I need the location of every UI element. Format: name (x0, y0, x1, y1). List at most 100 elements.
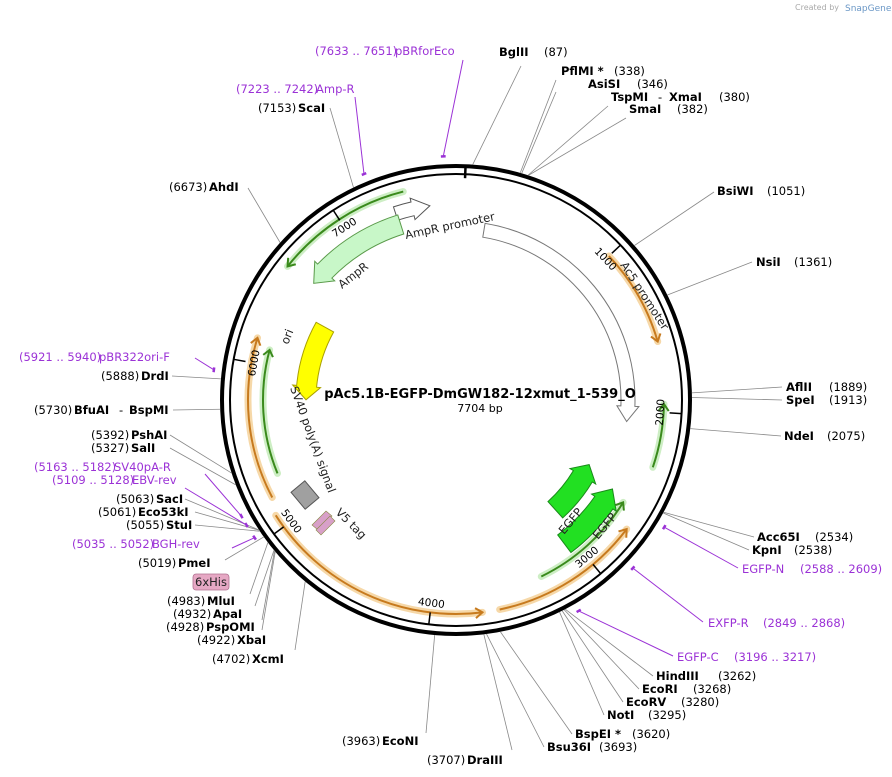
enzyme-leader-line (247, 187, 281, 243)
primer-ampr: Amp-R (316, 82, 355, 96)
enzyme-mlui-pos: (4983) (167, 594, 205, 608)
enzyme-mlui: MluI (207, 594, 235, 608)
enzyme-spei-pos: (1913) (829, 393, 867, 407)
feature-sv40-polya (290, 480, 320, 510)
primer-pbr322ori-range: (5921 .. 5940) (19, 350, 101, 364)
enzyme-leader-line (254, 550, 275, 607)
primer-pbrforeco: pBRforEco (395, 44, 455, 58)
primer-marker (244, 522, 249, 528)
enzyme-acc65i-pos: (2534) (815, 530, 853, 544)
primer-leader-line (354, 96, 365, 175)
his-tag-badge: 6xHis (192, 573, 230, 591)
primer-bgh: BGH-rev (152, 537, 200, 551)
enzyme-drdi-pos: (5888) (101, 369, 139, 383)
enzyme-bglii: BglII (499, 45, 529, 59)
feature-ori (291, 321, 335, 401)
enzyme-tspmi: TspMI (611, 90, 648, 104)
primer-sv40pa-range: (5163 .. 5182) (34, 460, 116, 474)
enzyme-stui: StuI (166, 518, 192, 532)
enzyme-leader-line (691, 386, 783, 394)
enzyme-nsii: NsiI (756, 255, 781, 269)
enzyme-bspmi: BspMI (129, 403, 169, 417)
enzyme-ahdi: AhdI (209, 180, 239, 194)
enzyme-eco53ki: Eco53kI (138, 505, 189, 519)
primer-leader-line (194, 357, 215, 371)
enzyme-apai: ApaI (213, 607, 242, 621)
primer-leader-line (231, 537, 255, 549)
orf-arc-ac5-head (650, 333, 662, 344)
enzyme-bspei-pos: (3620) (632, 727, 670, 741)
enzyme-bsu36i-pos: (3693) (599, 740, 637, 754)
enzyme-hindiii: HindIII (656, 669, 699, 683)
feature-ori-label: ori (278, 327, 297, 346)
enzyme-xmai: XmaI (669, 90, 702, 104)
enzyme-sali: SalI (131, 441, 155, 455)
primer-egfpn-range: (2588 .. 2609) (800, 562, 882, 576)
enzyme-pspomi-pos: (4928) (166, 620, 204, 634)
enzyme-scai: ScaI (298, 101, 325, 115)
enzyme-tspmi-sep: - (658, 90, 662, 104)
enzyme-sali-pos: (5327) (91, 441, 129, 455)
green-arc-sv40-core (262, 349, 279, 474)
enzyme-leader-line (691, 397, 783, 401)
enzyme-leader-line (663, 511, 755, 538)
enzyme-leader-line (564, 608, 654, 677)
green-arc-right-head (657, 402, 670, 412)
enzyme-leader-line (563, 609, 640, 690)
enzyme-bfuai-sep: - (119, 403, 123, 417)
enzyme-leader-line (294, 581, 306, 651)
primer-pbrforeco-range: (7633 .. 7651) (315, 44, 397, 58)
tick-label: 6000 (246, 349, 263, 377)
orf-arc-bottom-core (274, 514, 483, 615)
enzyme-bsu36i: Bsu36I (547, 740, 591, 754)
feature-ac5-promoter (482, 222, 640, 423)
enzyme-hindiii-pos: (3262) (718, 669, 756, 683)
feature-egfp-1 (547, 464, 597, 519)
primer-leader-line (632, 567, 704, 623)
primer-leader-line (578, 610, 674, 657)
primer-ebv: EBV-rev (132, 473, 177, 487)
primer-egfpc-range: (3196 .. 3217) (734, 650, 816, 664)
enzyme-ndei: NdeI (784, 429, 814, 443)
tick-label: 4000 (417, 596, 445, 611)
enzyme-leader-line (559, 611, 605, 716)
enzyme-ecorv: EcoRV (626, 695, 666, 709)
feature-v5-tag-b (315, 515, 336, 536)
enzyme-xbai: XbaI (237, 633, 266, 647)
feature-ampr-promoter (392, 197, 431, 221)
tick-mark (669, 412, 682, 415)
enzyme-econi: EcoNI (382, 734, 418, 748)
enzyme-leader-line (224, 536, 264, 561)
enzyme-ahdi-pos: (6673) (169, 180, 207, 194)
primer-ampr-range: (7223 .. 7242) (236, 82, 318, 96)
enzyme-eco53ki-pos: (5061) (98, 505, 136, 519)
enzyme-noti: NotI (607, 708, 634, 722)
tick-mark (273, 526, 285, 535)
enzyme-leader-line (472, 65, 522, 165)
orf-arc-egfp-core (499, 528, 628, 611)
enzyme-leader-line (171, 375, 221, 380)
enzyme-pmei: PmeI (178, 556, 211, 570)
enzyme-leader-line (329, 107, 354, 188)
primer-marker (661, 524, 667, 530)
plasmid-name: pAc5.1B-EGFP-DmGW182-12xmut_1-539_O (324, 387, 636, 402)
enzyme-leader-line (527, 105, 609, 176)
enzyme-pshai: PshAI (131, 428, 167, 442)
enzyme-saci-pos: (5063) (116, 492, 154, 506)
enzyme-bfuai-pos: (5730) (34, 403, 72, 417)
enzyme-leader-line (483, 634, 513, 751)
enzyme-leader-line (194, 524, 260, 532)
enzyme-bglii-pos: (87) (544, 45, 568, 59)
primer-egfpc: EGFP-C (677, 650, 719, 664)
orf-arc-sv40-core (247, 337, 274, 498)
enzyme-ecori-pos: (3268) (693, 682, 731, 696)
enzyme-pmei-pos: (5019) (138, 556, 176, 570)
enzyme-ecori: EcoRI (642, 682, 678, 696)
enzyme-leader-line (521, 91, 557, 174)
green-arc-right-core (651, 404, 665, 468)
enzyme-draiii: DraIII (467, 753, 503, 767)
enzyme-noti-pos: (3295) (648, 708, 686, 722)
enzyme-leader-line (500, 631, 573, 735)
primer-sv40pa: SV40pA-R (114, 460, 171, 474)
